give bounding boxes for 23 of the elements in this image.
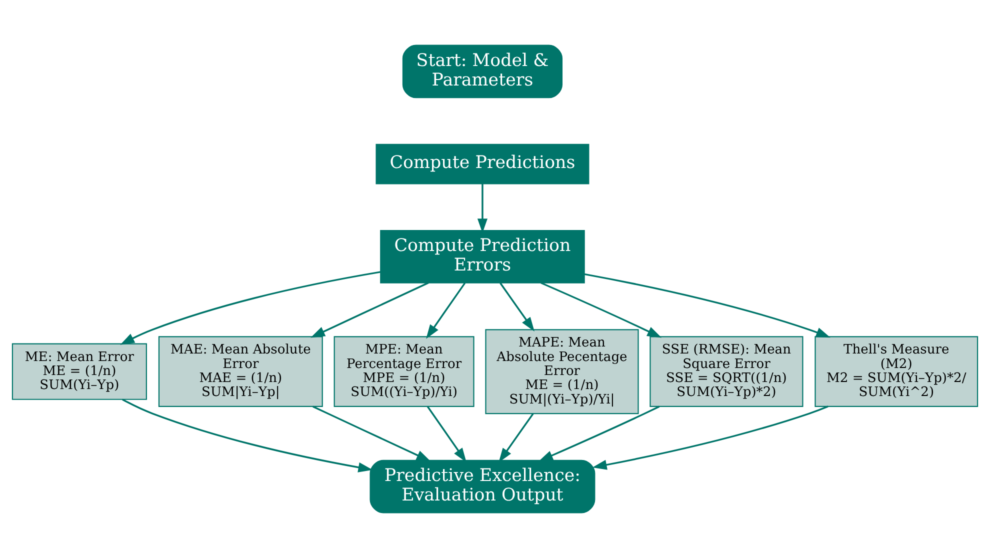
node-box: Predictive Excellence: Evaluation Output — [370, 460, 596, 514]
node-box: MAE: Mean Absolute Error MAE = (1/n) SUM|Yi–Yp| — [158, 336, 323, 407]
arrow — [592, 406, 828, 470]
node-box: Thell's Measure (M2) M2 = SUM(Yi–Yp)*2/ SUM(Yi^2) — [814, 336, 978, 407]
arrow — [426, 282, 466, 339]
node-box: Compute Prediction Errors — [380, 230, 585, 284]
arrow — [426, 406, 466, 462]
node-box: MPE: Mean Percentage Error MPE = (1/n) SUM((Yi–Yp)/Yi) — [334, 336, 474, 407]
node-box: Compute Predictions — [376, 144, 590, 184]
arrow — [498, 413, 534, 462]
arrow — [312, 406, 431, 462]
arrow — [120, 271, 381, 345]
node-box: SSE (RMSE): Mean Square Error SSE = SQRT((1/n) SUM(Yi–Yp)*2) — [650, 336, 804, 407]
node-box: Start: Model & Parameters — [402, 44, 563, 98]
arrow — [538, 406, 660, 462]
arrow — [477, 184, 488, 233]
node-box: MAPE: Mean Absolute Pecentage Error ME = (1/n) SUM|(Yi–Yp)/Yi| — [485, 329, 639, 414]
arrow — [310, 282, 429, 338]
node-box: ME: Mean Error ME = (1/n) SUM(Yi–Yp) — [12, 343, 147, 400]
arrow — [540, 282, 662, 338]
arrow — [584, 273, 830, 338]
arrow — [122, 398, 373, 472]
arrow — [500, 282, 534, 332]
